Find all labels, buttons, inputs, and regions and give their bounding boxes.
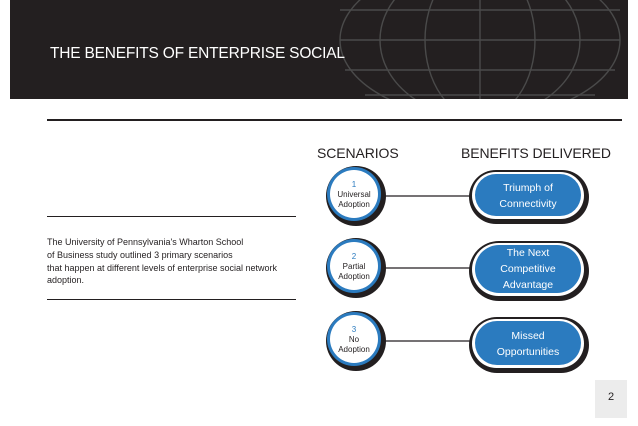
scenario-text: Partial (342, 262, 366, 271)
benefit-text: Missed (511, 330, 545, 342)
scenario-circle-2 (326, 238, 386, 298)
scenario-label-3: 3 No Adoption (326, 325, 382, 355)
scenario-text: No (348, 335, 360, 344)
intro-line: that happen at different levels of enter… (47, 262, 277, 273)
intro-rule-bottom (47, 299, 296, 300)
connector-lines (385, 195, 470, 342)
scenarios-heading: SCENARIOS (317, 145, 399, 161)
scenario-number: 1 (351, 180, 357, 189)
scenario-label-1: 1 Universal Adoption (326, 180, 382, 210)
page-title: THE BENEFITS OF ENTERPRISE SOCIAL (50, 45, 345, 62)
benefit-label-3: Missed Opportunities (473, 328, 583, 360)
scenario-text: Universal (337, 190, 371, 199)
scenario-number: 3 (351, 325, 357, 334)
scenario-circle-1 (326, 166, 386, 226)
page-number-box: 2 (595, 380, 627, 418)
intro-text: The University of Pennsylvania's Wharton… (47, 236, 307, 287)
intro-line: of Business study outlined 3 primary sce… (47, 249, 233, 260)
scenario-circle-3 (326, 311, 386, 371)
benefit-pill-1 (469, 170, 589, 224)
benefit-text: Competitive (500, 263, 556, 275)
intro-rule-top (47, 216, 296, 217)
divider-rule (47, 119, 622, 121)
intro-line: adoption. (47, 275, 85, 286)
scenario-number: 2 (351, 252, 357, 261)
globe-graphic (339, 0, 621, 99)
benefit-text: Opportunities (496, 346, 560, 358)
scenario-text: Adoption (338, 272, 370, 281)
benefit-text: Advantage (502, 279, 554, 291)
benefits-heading: BENEFITS DELIVERED (461, 145, 611, 161)
benefit-text: Connectivity (499, 198, 557, 210)
page-number: 2 (607, 391, 615, 403)
benefit-pill-2 (469, 241, 589, 301)
benefit-text: The Next (506, 247, 550, 259)
benefit-text: Triumph of (503, 182, 553, 194)
benefit-pill-3 (469, 317, 589, 373)
scenario-text: Adoption (338, 345, 370, 354)
scenario-label-2: 2 Partial Adoption (326, 252, 382, 282)
benefit-label-1: Triumph of Connectivity (473, 180, 583, 212)
scenario-text: Adoption (338, 200, 370, 209)
benefit-label-2: The Next Competitive Advantage (473, 245, 583, 293)
header-banner: THE BENEFITS OF ENTERPRISE SOCIAL (10, 0, 628, 99)
intro-line: The University of Pennsylvania's Wharton… (47, 237, 244, 247)
